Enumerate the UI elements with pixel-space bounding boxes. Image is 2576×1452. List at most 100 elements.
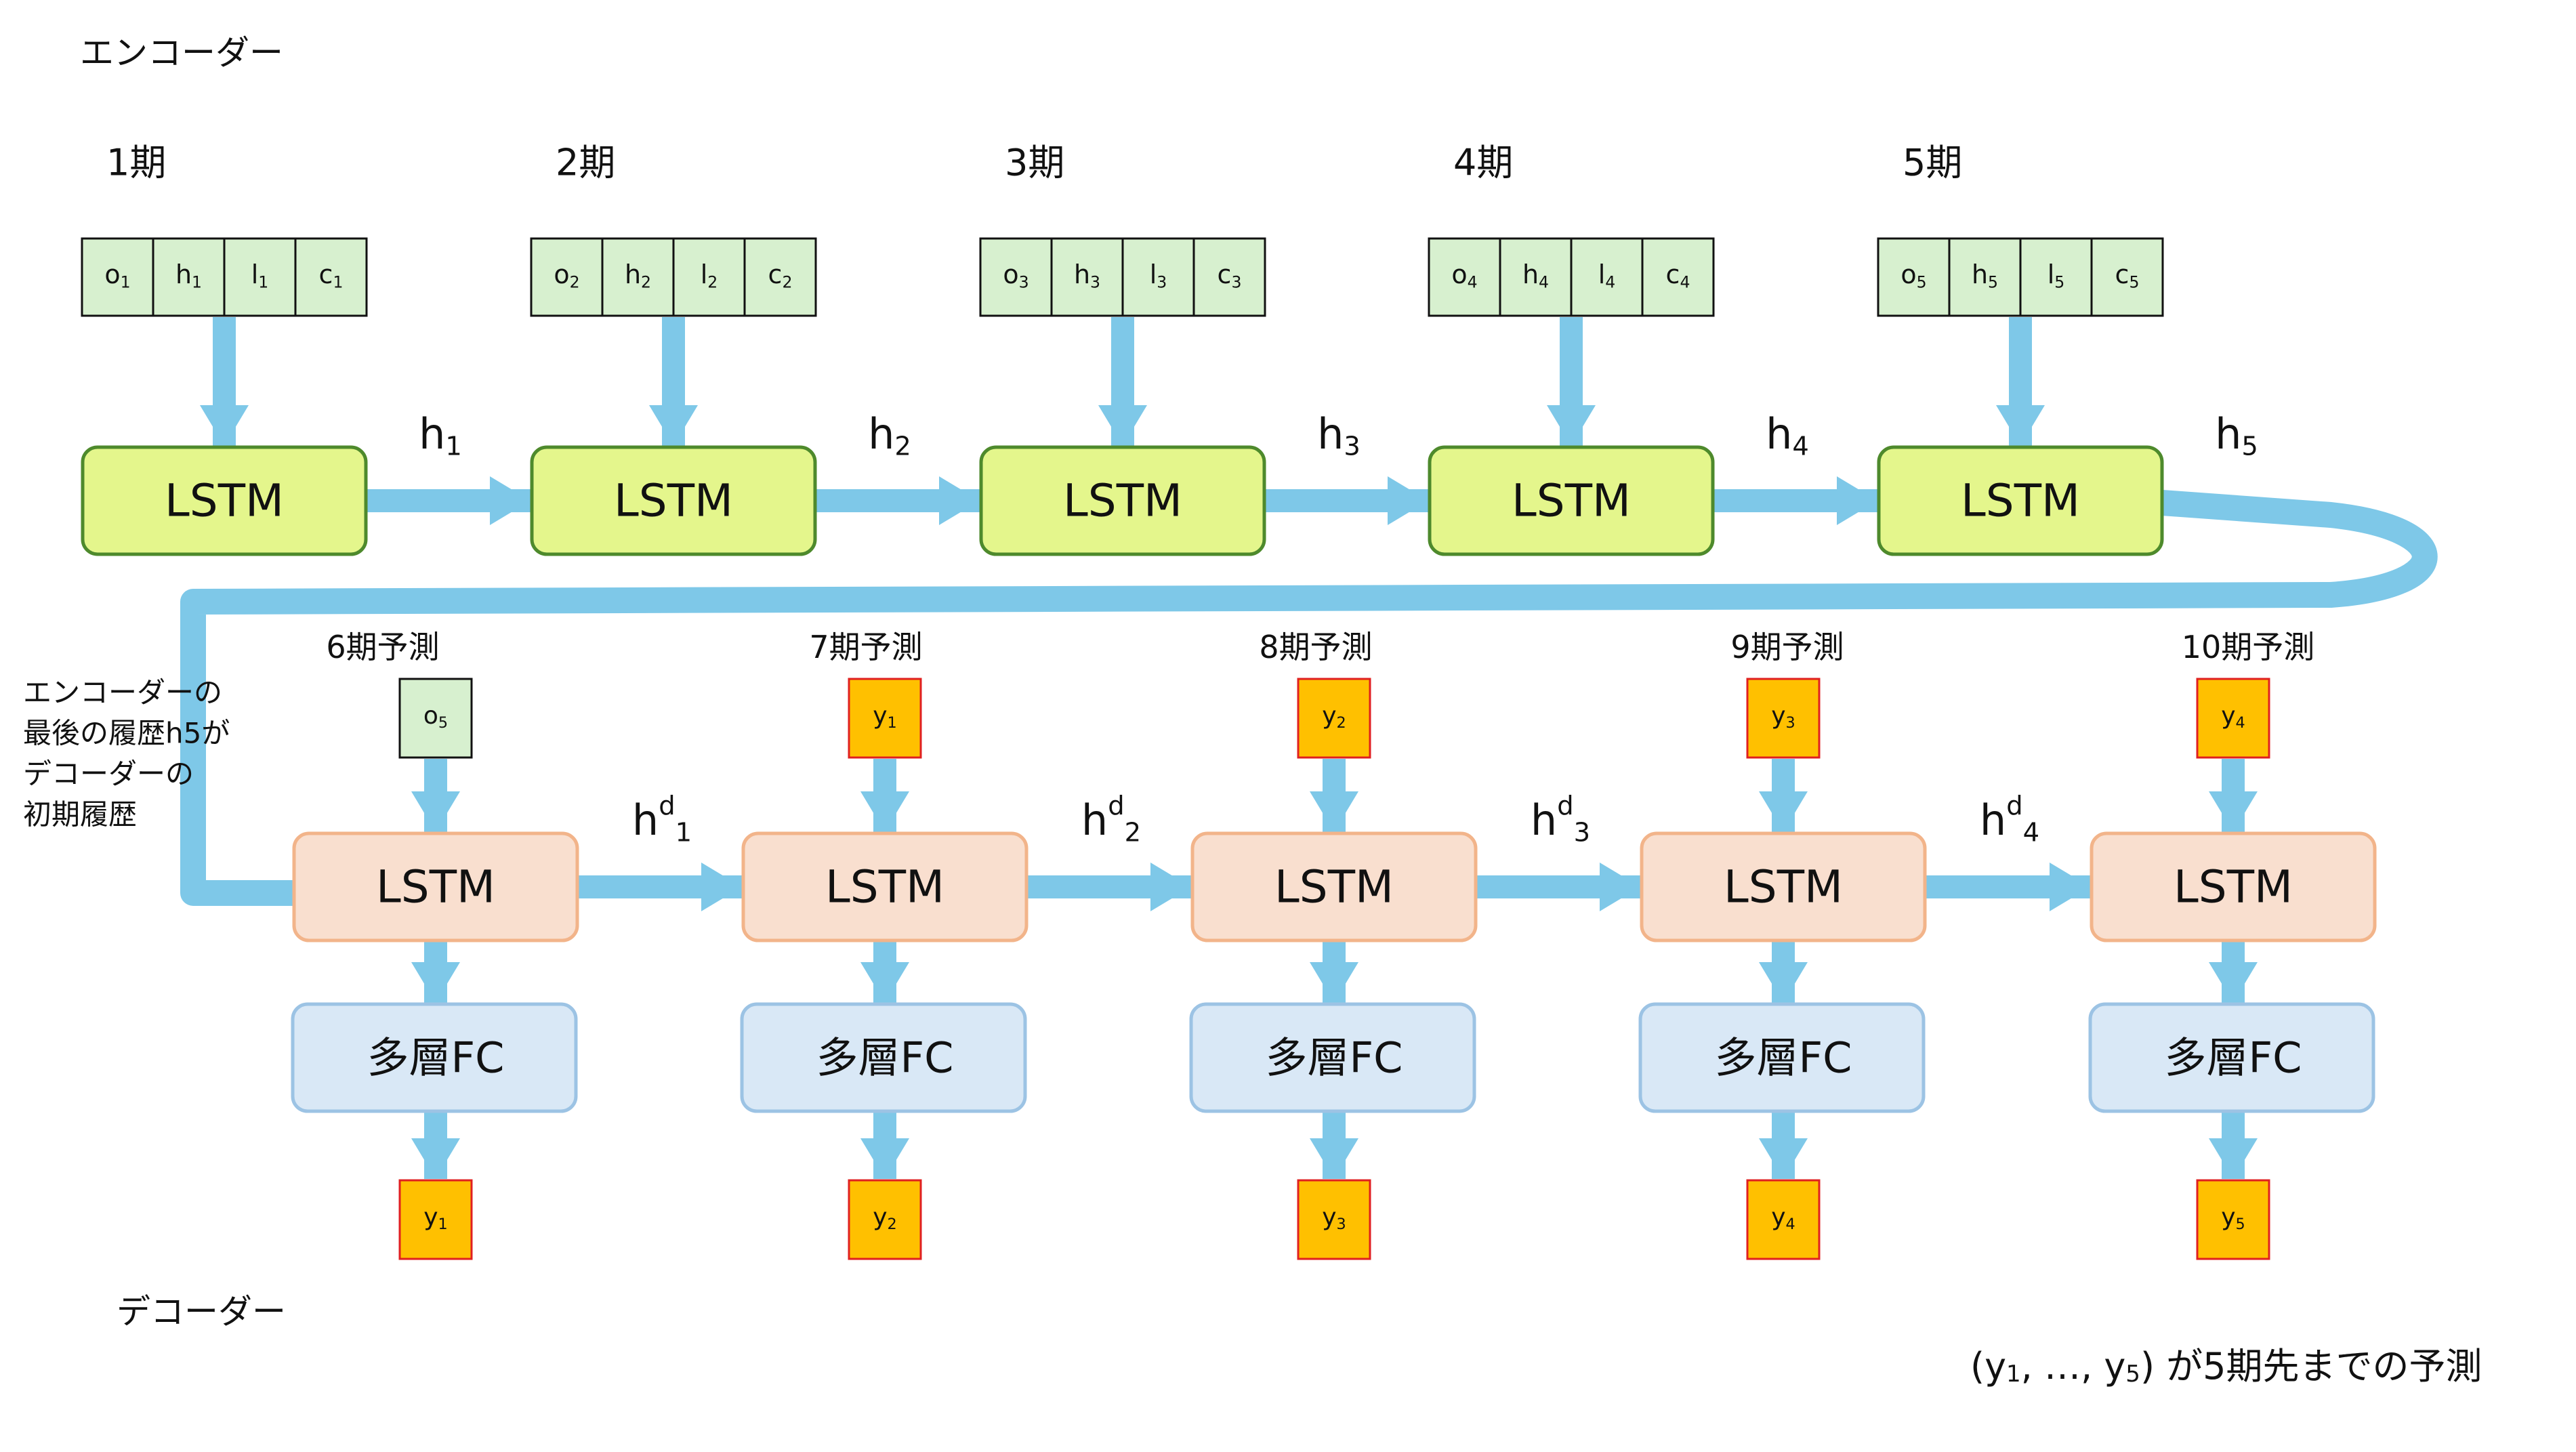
encoder-input-cell-3-1 (979, 237, 1053, 317)
decoder-output-label-5: y5 (2221, 1203, 2245, 1233)
decoder-output-label-1-base: y (423, 1203, 438, 1231)
encoder-input-label-1-2: h1 (175, 260, 202, 291)
encoder-input-label-4-2: h4 (1522, 260, 1549, 291)
decoder-hidden-label-3: hd3 (1531, 790, 1590, 848)
encoder-input-label-3-1: o3 (1003, 260, 1029, 291)
encoder-input-label-2-3: l2 (701, 260, 718, 291)
encoder-input-label-5-2-sub: 5 (1988, 272, 1998, 291)
encoder-input-label-5-4: c5 (2115, 260, 2140, 291)
encoder-input-label-1-3: l1 (251, 260, 269, 291)
decoder-period-label-1: 6期予測 (326, 629, 439, 665)
decoder-input-label-2-base: y (873, 702, 887, 730)
encoder-input-label-4-2-sub: 4 (1539, 272, 1549, 291)
decoder-hidden-label-2-sub: 2 (1125, 817, 1141, 848)
encoder-input-label-4-3-sub: 4 (1605, 272, 1615, 291)
encoder-hidden-label-1-sub: 1 (445, 431, 461, 461)
encoder-input-cell-5-2 (1948, 237, 2022, 317)
encoder-input-label-5-4-sub: 5 (2129, 272, 2139, 291)
encoder-input-label-3-3-sub: 3 (1157, 272, 1167, 291)
encoder-input-label-3-4-sub: 3 (1231, 272, 1241, 291)
encoder-input-label-4-3: l4 (1598, 260, 1616, 291)
encoder-period-label-2: 2期 (556, 142, 615, 184)
decoder-hidden-label-3-sup: d (1557, 790, 1573, 821)
encoder-hidden-label-3: h3 (1317, 409, 1360, 462)
decoder-output-label-2: y2 (873, 1203, 897, 1233)
encoder-input-label-1-4-base: c (319, 260, 333, 289)
encoder-title: エンコーダー (80, 33, 283, 72)
decoder-output-label-5-sub: 5 (2236, 1216, 2245, 1233)
encoder-input-label-2-4-sub: 2 (782, 272, 792, 291)
decoder-output-label-2-sub: 2 (888, 1216, 897, 1233)
encoder-period-label-4: 4期 (1453, 142, 1513, 184)
decoder-output-label-1: y1 (423, 1203, 448, 1233)
encoder-input-label-4-4-base: c (1666, 260, 1680, 289)
encoder-input-cell-4-4 (1641, 237, 1715, 317)
decoder-input-label-3-sub: 2 (1337, 714, 1346, 732)
encoder-input-label-1-2-sub: 1 (192, 272, 202, 291)
encoder-input-cell-1-4 (294, 237, 368, 317)
decoder-input-label-1: o5 (423, 702, 448, 732)
encoder-input-label-3-2: h3 (1074, 260, 1100, 291)
encoder-input-cell-1-2 (152, 237, 226, 317)
decoder-input-label-5-sub: 4 (2236, 714, 2245, 732)
decoder-input-label-1-base: o (423, 702, 438, 730)
encoder-input-label-3-1-sub: 3 (1019, 272, 1029, 291)
encoder-lstm-label-4: LSTM (1512, 475, 1631, 527)
encoder-input-label-5-2: h5 (1972, 260, 1998, 291)
encoder-input-label-5-1-base: o (1900, 260, 1916, 289)
decoder-lstm-cell-1 (292, 831, 579, 942)
encoder-input-label-2-2: h2 (625, 260, 651, 291)
encoder-period-label-3: 3期 (1005, 142, 1064, 184)
encoder-input-label-3-4-base: c (1218, 260, 1232, 289)
encoder-input-cell-2-2 (601, 237, 675, 317)
encoder-input-label-3-4: c3 (1218, 260, 1242, 291)
decoder-hidden-label-2: hd2 (1081, 790, 1141, 848)
decoder-lstm-label-3: LSTM (1274, 861, 1394, 913)
encoder-input-label-1-3-base: l (251, 260, 259, 289)
encoder-input-cell-4-3 (1570, 237, 1644, 317)
encoder-input-label-3-2-sub: 3 (1090, 272, 1100, 291)
encoder-hidden-label-4-base: h (1766, 409, 1792, 459)
decoder-hidden-label-3-sub: 3 (1574, 817, 1590, 848)
encoder-input-label-4-4-sub: 4 (1680, 272, 1690, 291)
decoder-fc-label-2: 多層FC (816, 1033, 954, 1083)
encoder-input-cell-2-3 (672, 237, 746, 317)
decoder-period-label-2: 7期予測 (809, 629, 922, 665)
decoder-output-label-4: y4 (1771, 1203, 1795, 1233)
decoder-input-cell-4 (1746, 678, 1821, 759)
decoder-output-label-1-sub: 1 (438, 1216, 448, 1233)
decoder-fc-cell-4 (1638, 1002, 1926, 1113)
decoder-fc-cell-5 (2088, 1002, 2375, 1113)
decoder-hidden-label-1-base: h (632, 795, 659, 845)
encoder-hidden-label-1: h1 (419, 409, 462, 462)
decoder-lstm-cell-2 (741, 831, 1029, 942)
encoder-input-label-4-2-base: h (1522, 260, 1539, 289)
encoder-input-label-5-4-base: c (2115, 260, 2130, 289)
encoder-input-label-4-4: c4 (1666, 260, 1690, 291)
encoder-hidden-label-4: h4 (1766, 409, 1809, 462)
encoder-input-label-2-1: o2 (554, 260, 579, 291)
encoder-input-label-5-1-sub: 5 (1917, 272, 1927, 291)
handoff-note-line-3: デコーダーの (23, 758, 194, 791)
encoder-period-label-5: 5期 (1903, 142, 1962, 184)
decoder-input-label-2-sub: 1 (888, 714, 897, 732)
encoder-input-label-1-4-sub: 1 (333, 272, 343, 291)
decoder-fc-cell-2 (740, 1002, 1027, 1113)
encoder-lstm-cell-1 (81, 445, 368, 556)
decoder-input-label-4-sub: 3 (1786, 714, 1795, 732)
decoder-input-cell-5 (2196, 678, 2270, 759)
decoder-input-label-3: y2 (1322, 702, 1346, 732)
decoder-input-label-2: y1 (873, 702, 897, 732)
encoder-input-cell-3-2 (1050, 237, 1124, 317)
decoder-input-cell-3 (1297, 678, 1371, 759)
handoff-note-line-1: エンコーダーの (23, 676, 222, 709)
decoder-lstm-label-4: LSTM (1724, 861, 1843, 913)
decoder-output-cell-3 (1297, 1179, 1371, 1260)
decoder-lstm-cell-3 (1190, 831, 1478, 942)
decoder-output-label-4-base: y (1771, 1203, 1785, 1231)
encoder-input-label-4-1: o4 (1451, 260, 1477, 291)
decoder-lstm-label-2: LSTM (825, 861, 944, 913)
encoder-lstm-label-2: LSTM (614, 475, 733, 527)
decoder-hidden-label-4-sub: 4 (2023, 817, 2039, 848)
